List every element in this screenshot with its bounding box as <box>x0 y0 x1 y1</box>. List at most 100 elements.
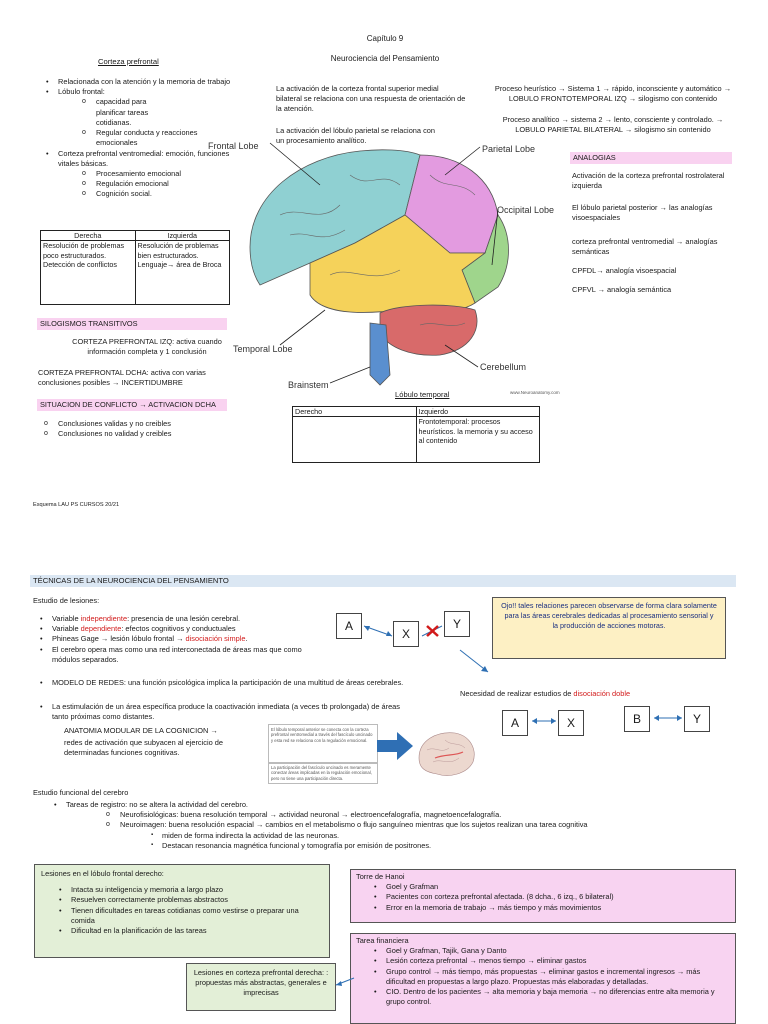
box-list: Intacta su inteligencia y memoria a larg… <box>41 885 323 936</box>
list-item: Lesión corteza prefrontal → menos tiempo… <box>370 956 730 966</box>
node-b: B <box>624 706 650 732</box>
bullet-text: Grupo control → más tiempo, más propuest… <box>386 966 701 986</box>
bullet-text: Intacta su inteligencia y memoria a larg… <box>71 885 223 895</box>
silogismos-heading: SILOGISMOS TRANSITIVOS <box>37 318 227 331</box>
anatomia-body: redes de activación que subyacen al ejer… <box>64 738 223 758</box>
analogia-item: CPFDL→ analogía visoespacial <box>572 266 677 275</box>
list-item: Dificultad en la planificación de las ta… <box>55 926 323 936</box>
label-cerebellum: Cerebellum <box>480 362 527 372</box>
highlight-text: disociación doble <box>573 689 631 698</box>
highlight-text: independiente <box>80 614 128 623</box>
list-item: Lóbulo frontal: capacidad para planifica… <box>42 87 237 148</box>
list-item: El cerebro opera mas como una red interc… <box>36 645 336 665</box>
arrowhead <box>551 718 556 724</box>
image-note-1: El lóbulo temporal anterior se conecta c… <box>268 724 378 764</box>
arrow-right-icon <box>377 732 413 760</box>
list-item: Neurofisiológicas: buena resolución temp… <box>104 810 740 820</box>
bullet-text: Regulación emocional <box>96 179 169 189</box>
ax-by-diagram <box>532 715 682 724</box>
list-item: Corteza prefrontal ventromedial: emoción… <box>42 149 237 200</box>
brain-diagram <box>249 142 509 386</box>
bullet-text: . <box>245 634 248 644</box>
chapter-title: Capítulo 9 <box>366 34 404 43</box>
brain-icon <box>418 732 475 776</box>
footer: Esquema LAU PS CURSOS 20/21 <box>33 502 120 508</box>
bullet-text: Goel y Grafman <box>386 882 439 892</box>
table-cell: Resolución de problemas poco estructurad… <box>40 240 136 306</box>
arrow-connector <box>335 977 355 986</box>
funcional-heading: Estudio funcional del cerebro <box>33 788 129 797</box>
bullet-text: Regular conducta y reacciones emocionale… <box>96 128 198 148</box>
list-item: Tienen dificultades en tareas cotidianas… <box>55 906 323 926</box>
label-occipital: Occipital Lobe <box>497 205 555 215</box>
list-item: Regulación emocional <box>80 179 237 189</box>
section-title: TÉCNICAS DE LA NEUROCIENCIA DEL PENSAMIE… <box>30 575 736 588</box>
bullet-text: miden de forma indirecta la actividad de… <box>162 830 340 840</box>
list-item: Regular conducta y reacciones emocionale… <box>80 128 237 148</box>
mid-text-2: La activación del lóbulo parietal se rel… <box>276 126 435 146</box>
label-brainstem: Brainstem <box>288 380 329 390</box>
bullet-text: Pacientes con corteza prefrontal afectad… <box>386 892 614 902</box>
bullet-text: : efectos cognitivos y conductuales <box>121 624 236 634</box>
analogias-heading: ANALOGIAS <box>570 152 732 165</box>
bullet-text: MODELO DE REDES: una función psicológica… <box>52 678 404 687</box>
bullet-text: Neuroimagen: buena resolución espacial →… <box>120 820 588 830</box>
bullet-text: Resuelven correctamente problemas abstra… <box>71 895 228 905</box>
estimulacion-list: La estimulación de un área específica pr… <box>36 702 416 722</box>
conflicto-heading: SITUACION DE CONFLICTO → ACTIVACION DCHA <box>37 399 227 412</box>
table-header: Izquierdo <box>415 405 540 418</box>
label-frontal: Frontal Lobe <box>208 141 259 151</box>
hemisphere-table: Derecha Izquierda Resolución de problema… <box>40 229 230 306</box>
node-x: X <box>558 710 584 736</box>
lesiones-list: Variable independiente: presencia de una… <box>36 614 336 665</box>
list-item: Goel y Grafman <box>370 882 730 892</box>
leader-line <box>269 142 321 186</box>
axy-diagram <box>363 625 489 673</box>
leader-line <box>329 366 371 384</box>
chapter-subtitle: Neurociencia del Pensamiento <box>330 54 440 63</box>
bullet-text: La estimulación de un área específica pr… <box>52 702 400 722</box>
small-brain-image <box>377 732 475 776</box>
table-header: Izquierda <box>134 229 230 242</box>
arrowhead <box>532 718 537 724</box>
bullet-text: Relacionada con la atención y la memoria… <box>58 77 231 86</box>
box-title: Tarea financiera <box>356 936 409 945</box>
bullet-text: Tareas de registro: no se altera la acti… <box>66 800 248 809</box>
list-item: Variable independiente: presencia de una… <box>36 614 336 624</box>
heuristic-text: Proceso heurístico → Sistema 1 → rápido,… <box>494 84 732 104</box>
list-item: Tareas de registro: no se altera la acti… <box>50 800 740 851</box>
ojo-text: Ojo!! tales relaciones parecen observars… <box>501 601 717 630</box>
image-note-text: La participación del fascículo uncinado … <box>271 765 372 781</box>
tract-line <box>434 751 464 759</box>
bullet-text: Dificultad en la planificación de las ta… <box>71 926 207 936</box>
bullet-text: Variable <box>52 624 81 634</box>
list-item: La estimulación de un área específica pr… <box>36 702 416 722</box>
necesidad-prefix: Necesidad de realizar estudios de <box>460 689 574 698</box>
conflicto-list: Conclusiones validas y no creibles Concl… <box>20 419 240 439</box>
image-credit: www.Neuroanatomy.com <box>510 390 560 395</box>
bullet-text: Cognición social. <box>96 189 152 199</box>
bullet-text: Tienen dificultades en tareas cotidianas… <box>71 905 299 925</box>
box-title: Torre de Hanoi <box>356 872 405 881</box>
list-item: Error en la memoria de trabajo → más tie… <box>370 903 730 913</box>
image-note-text: El lóbulo temporal anterior se conecta c… <box>271 727 373 743</box>
list-item: Pacientes con corteza prefrontal afectad… <box>370 892 730 902</box>
cross-icon <box>426 625 439 637</box>
arrowhead <box>386 631 392 636</box>
bullet-text: Lesión corteza prefrontal → menos tiempo… <box>386 956 587 966</box>
list-item: Goel y Grafman, Tajik, Gana y Danto <box>370 946 730 956</box>
box-title: Lesiones en el lóbulo frontal derecho: <box>41 869 164 878</box>
lesiones-heading: Estudio de lesiones: <box>33 596 100 605</box>
mid-text-1: La activación de la corteza frontal supe… <box>276 84 466 114</box>
hanoi-box: Torre de Hanoi Goel y Grafman Pacientes … <box>350 869 736 923</box>
table-header: Derecha <box>40 229 136 242</box>
bullet-text: : presencia de una lesión cerebral. <box>127 614 241 623</box>
list-item: miden de forma indirecta la actividad de… <box>150 831 740 841</box>
bullet-text: Procesamiento emocional <box>96 168 182 178</box>
list-item: Relacionada con la atención y la memoria… <box>42 77 237 87</box>
label-parietal: Parietal Lobe <box>482 144 536 154</box>
arrowhead <box>364 626 370 631</box>
list-item: Neuroimagen: buena resolución espacial →… <box>104 820 740 851</box>
bullet-text: Error en la memoria de trabajo → más tie… <box>386 902 602 912</box>
arrowhead <box>677 715 682 721</box>
